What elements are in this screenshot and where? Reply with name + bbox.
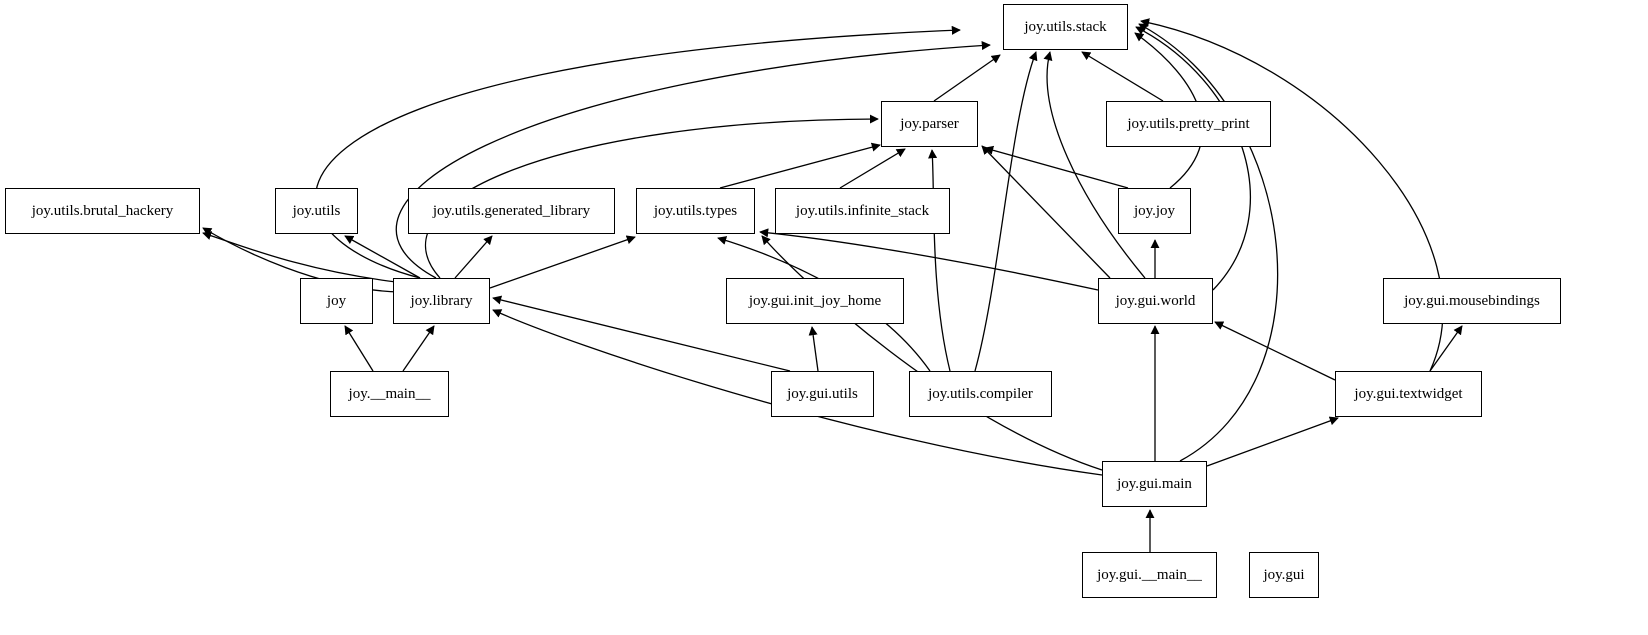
graph-edge [202, 231, 397, 283]
graph-node-label: joy.gui.world [1115, 292, 1196, 309]
graph-node-joy-utils-generated-library[interactable]: joy.utils.generated_library [408, 188, 615, 234]
graph-node-label: joy.gui.main [1117, 475, 1192, 492]
graph-node-joy-gui-world[interactable]: joy.gui.world [1098, 278, 1213, 324]
graph-edge [489, 235, 636, 289]
graph-node-joy-utils-brutal-hackery[interactable]: joy.utils.brutal_hackery [5, 188, 200, 234]
graph-node-joy-gui-main-[interactable]: joy.gui.__main__ [1082, 552, 1217, 598]
graph-node-joy-utils-stack[interactable]: joy.utils.stack [1003, 4, 1128, 50]
graph-node-label: joy.gui.utils [787, 385, 858, 402]
graph-node-joy-gui-init-joy-home[interactable]: joy.gui.init_joy_home [726, 278, 904, 324]
graph-node-label: joy.joy [1133, 202, 1176, 219]
graph-node-label: joy.utils.compiler [928, 385, 1033, 402]
graph-edge [402, 325, 435, 372]
graph-node-joy-gui-mousebindings[interactable]: joy.gui.mousebindings [1383, 278, 1561, 324]
graph-edge [933, 54, 1001, 102]
graph-node-joy-gui-utils[interactable]: joy.gui.utils [771, 371, 874, 417]
graph-edge [1081, 51, 1164, 102]
graph-node-joy-joy[interactable]: joy.joy [1118, 188, 1191, 234]
graph-node-joy-gui-main[interactable]: joy.gui.main [1102, 461, 1207, 507]
graph-edge [1206, 416, 1339, 467]
graph-edge [981, 145, 1111, 279]
graph-node-label: joy.gui.init_joy_home [748, 292, 882, 309]
graph-node-label: joy.utils.pretty_print [1127, 115, 1250, 132]
graph-edge [1214, 321, 1336, 381]
graph-node-joy-parser[interactable]: joy.parser [881, 101, 978, 147]
graph-edge [315, 25, 961, 279]
graph-edge [1138, 23, 1279, 462]
graph-node-joy-utils[interactable]: joy.utils [275, 188, 358, 234]
graph-node-joy-utils-types[interactable]: joy.utils.types [636, 188, 755, 234]
graph-node-label: joy.gui.mousebindings [1404, 292, 1540, 309]
graph-edge [761, 235, 1103, 471]
graph-node-label: joy.gui.__main__ [1097, 566, 1202, 583]
graph-edge [1043, 51, 1146, 279]
graph-edge [1429, 325, 1463, 372]
graph-node-label: joy.utils.brutal_hackery [31, 202, 174, 219]
graph-edge [344, 325, 374, 372]
graph-node-joy-utils-infinite-stack[interactable]: joy.utils.infinite_stack [775, 188, 950, 234]
graph-node-label: joy.library [410, 292, 473, 309]
graph-edge [719, 142, 881, 189]
graph-node-joy-utils-compiler[interactable]: joy.utils.compiler [909, 371, 1052, 417]
graph-node-label: joy [326, 292, 347, 309]
graph-node-label: joy.utils.generated_library [432, 202, 591, 219]
graph-node-joy-library[interactable]: joy.library [393, 278, 490, 324]
graph-edge [1135, 26, 1251, 291]
graph-node-joy-gui[interactable]: joy.gui [1249, 552, 1319, 598]
graph-node-label: joy.utils.infinite_stack [795, 202, 930, 219]
graph-node-label: joy.utils.stack [1024, 18, 1107, 35]
graph-node-joy-main-[interactable]: joy.__main__ [330, 371, 449, 417]
graph-node-joy-utils-pretty-print[interactable]: joy.utils.pretty_print [1106, 101, 1271, 147]
graph-node-label: joy.__main__ [348, 385, 431, 402]
graph-node-joy-gui-textwidget[interactable]: joy.gui.textwidget [1335, 371, 1482, 417]
graph-node-label: joy.utils [292, 202, 341, 219]
graph-edge [984, 145, 1129, 189]
graph-edge [928, 149, 951, 372]
graph-node-joy[interactable]: joy [300, 278, 373, 324]
graph-node-label: joy.gui [1263, 566, 1305, 583]
graph-edge [344, 235, 421, 279]
graph-edge [395, 40, 991, 279]
graph-edge [454, 235, 493, 279]
graph-edge [839, 148, 906, 189]
graph-edge [808, 326, 819, 372]
graph-node-label: joy.gui.textwidget [1354, 385, 1463, 402]
graph-node-label: joy.parser [900, 115, 959, 132]
graph-node-label: joy.utils.types [653, 202, 738, 219]
graph-edge [974, 51, 1038, 372]
